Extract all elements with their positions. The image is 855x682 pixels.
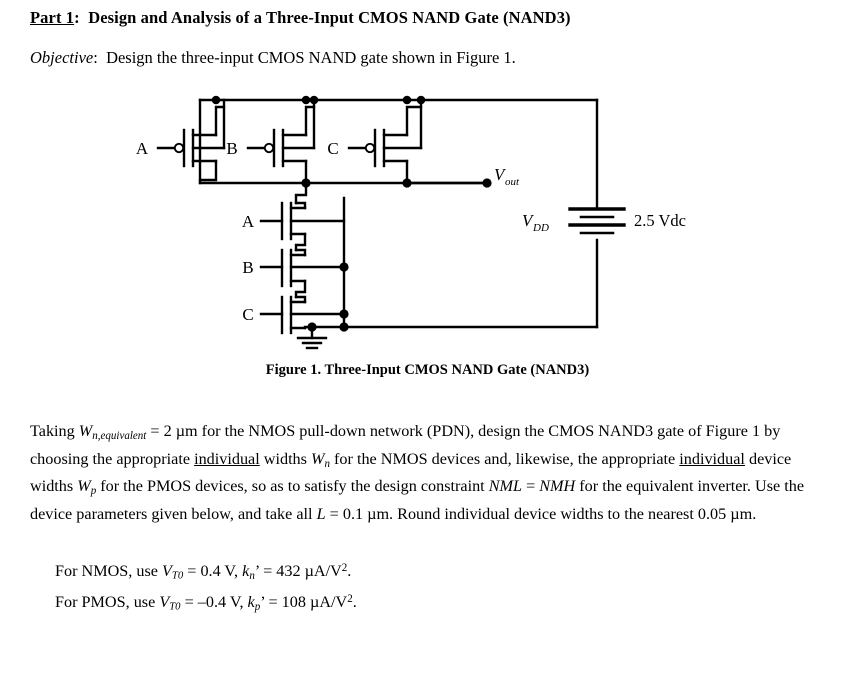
pmos-k-exponent: 2 [347,593,353,606]
part-label: Part 1 [30,8,75,27]
nmos-b-source-path [294,279,307,299]
para-underline-1: individual [194,449,260,468]
para-s3: widths [259,449,312,468]
para-s6: for the PMOS devices, so as to satisfy t… [96,477,489,496]
nmh-symbol: NMH [539,477,576,496]
nmos-vt-subscript: T0 [171,569,184,582]
nmos-vt-symbol: V [162,561,172,580]
l-symbol: L [316,504,326,523]
junction-dot [416,95,426,105]
para-underline-2: individual [679,449,745,468]
nmos-k-subscript: n [249,570,255,583]
page-title: Part 1: Design and Analysis of a Three-I… [30,8,571,28]
para-s4: for the NMOS devices and, likewise, the … [330,449,680,468]
w-n-equivalent-subscript: n,equivalent [92,430,147,443]
objective-label: Objective [30,48,94,67]
pmos-a-source-path [198,98,218,182]
junction-dot [307,322,317,332]
w-n-subscript: n [324,457,331,470]
pmos-k-prime: ’ [260,592,265,611]
figure-caption: Figure 1. Three-Input CMOS NAND Gate (NA… [265,362,590,378]
vout-label-sub: out [505,176,520,188]
junction-dot [339,309,349,319]
objective-text: Design the three-input CMOS NAND gate sh… [106,48,516,67]
pmos-period: . [352,592,357,611]
pmos-k-symbol: k [247,592,255,611]
vdd-label: V [522,211,535,230]
vout-terminal-dot [482,178,492,188]
nmos-k-value: = 432 µA/V [259,561,342,580]
pmos-a-drain-to-rail [214,98,226,137]
pmos-b-inversion-bubble-icon [263,142,275,154]
nmos-c-drain-path [294,295,307,304]
nmos-parameter-line: For NMOS, use VT0 = 0.4 V, kn’ = 432 µA/… [55,557,357,588]
nmos-prefix: For NMOS, use [55,561,163,580]
para-s8: for the equivalent inverter. Use the dev… [30,477,805,523]
junction-dot [301,95,311,105]
nmos-a-drain-path [294,201,307,210]
nmos-b-drain-path [294,248,307,257]
junction-dot [211,95,221,105]
vdd-label-sub: DD [532,222,549,234]
w-p-symbol: W [77,477,91,496]
nmos-k-symbol: k [242,561,250,580]
pmos-c-drain-to-rail [405,98,423,137]
vout-label: V [494,165,507,184]
nmos-period: . [347,561,352,580]
pmos-b-label: B [226,139,237,158]
device-parameters: For NMOS, use VT0 = 0.4 V, kn’ = 432 µA/… [55,557,357,619]
junction-dot [301,178,311,188]
junction-dot [402,95,412,105]
nmos-k-prime: ’ [254,561,260,580]
nmos-vt-value: = 0.4 V, [183,561,243,580]
pmos-prefix: For PMOS, use [55,592,160,611]
nml-symbol: NML [488,477,523,496]
nmos-k-exponent: 2 [341,562,348,574]
w-p-subscript: p [90,485,97,498]
junction-dot [339,262,349,272]
pdn-entry [294,181,308,205]
objective-colon: : [93,48,98,67]
para-s5: device widths [30,449,792,496]
para-s9: = 0.1 µm. Round individual device widths… [325,504,757,523]
body-paragraph: Taking Wn,equivalent = 2 µm for the NMOS… [30,420,830,525]
pmos-parameter-line: For PMOS, use VT0 = –0.4 V, kp’ = 108 µA… [55,588,357,619]
pmos-c-inversion-bubble-icon [364,142,376,154]
circuit-diagram: A B C A B C V out V DD 2.5 Vdc [136,95,686,350]
pmos-a-inversion-bubble-icon [173,142,185,154]
supply-value-label: 2.5 Vdc [634,211,686,230]
heading-colon: : [74,8,80,27]
pmos-vt-subscript: T0 [169,600,181,613]
nmos-a-label: A [242,212,255,231]
pmos-vt-symbol: V [159,592,170,611]
pmos-a-label: A [136,139,149,158]
w-n-equivalent-symbol: W [78,422,93,440]
para-s2: = 2 µm for the NMOS pull-down network (P… [30,422,781,468]
junction-dot [402,178,412,188]
para-s7: = [522,477,540,496]
pmos-vt-value: = –0.4 V, [180,592,248,611]
nmos-c-label: C [242,305,253,324]
nmos-b-label: B [242,258,253,277]
objective-line: Objective: Design the three-input CMOS N… [30,48,516,68]
heading-title: Design and Analysis of a Three-Input CMO… [88,8,571,27]
pmos-c-label: C [327,139,338,158]
nmos-a-source-path [294,232,307,252]
junction-dot [339,322,349,332]
pmos-k-subscript: p [254,601,261,614]
para-s1: Taking [30,422,79,440]
w-n-symbol: W [311,449,325,468]
junction-dot [309,95,319,105]
pmos-k-value: = 108 µA/V [264,592,348,611]
